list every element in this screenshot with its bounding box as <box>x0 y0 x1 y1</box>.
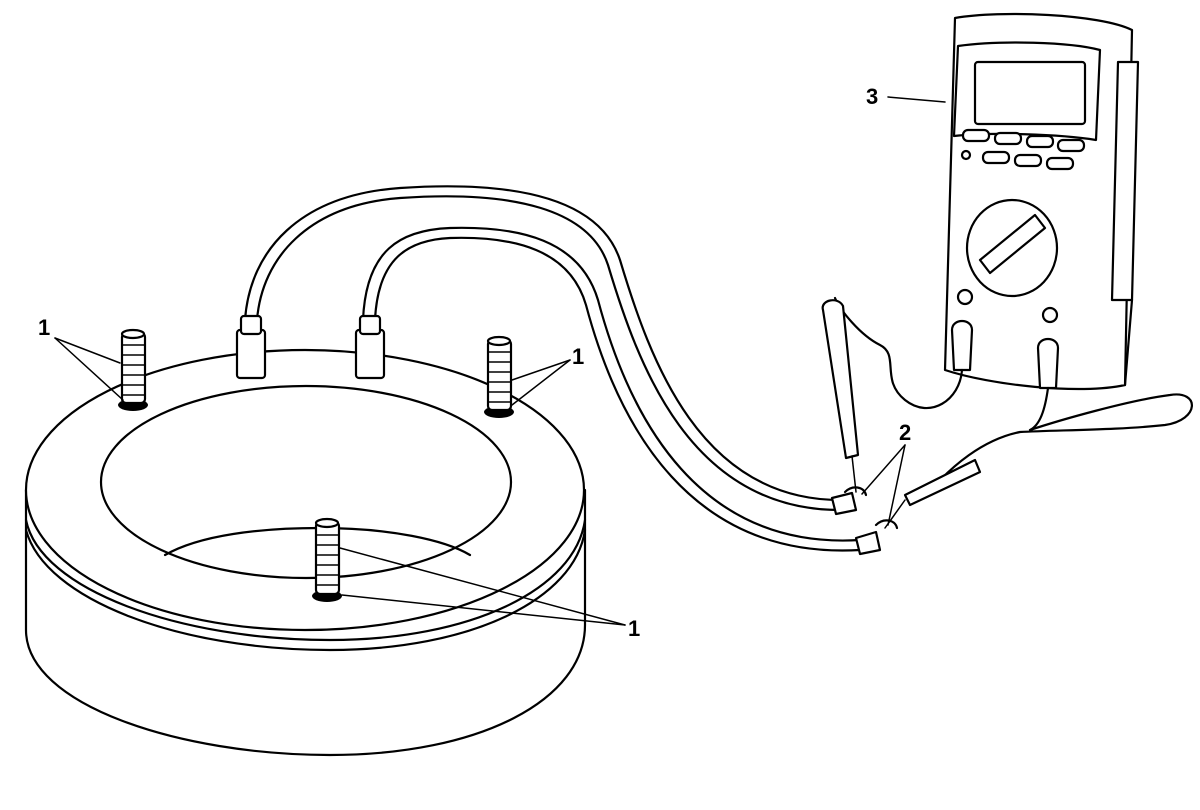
mounting-stud-left <box>118 328 148 411</box>
test-probe-icon <box>821 296 1193 530</box>
coil-lead-wire-icon <box>235 185 882 556</box>
callout-1-bottom: 1 <box>628 616 640 641</box>
mounting-stud-right <box>484 335 514 418</box>
callout-1-right: 1 <box>572 344 584 369</box>
callout-leaders <box>54 96 946 626</box>
callout-2: 2 <box>899 420 911 445</box>
field-coil-ring-icon <box>24 348 587 757</box>
mounting-stud-bottom <box>312 517 342 602</box>
callout-1-left: 1 <box>38 315 50 340</box>
callout-3: 3 <box>866 84 878 109</box>
digital-multimeter-icon <box>943 12 1140 391</box>
